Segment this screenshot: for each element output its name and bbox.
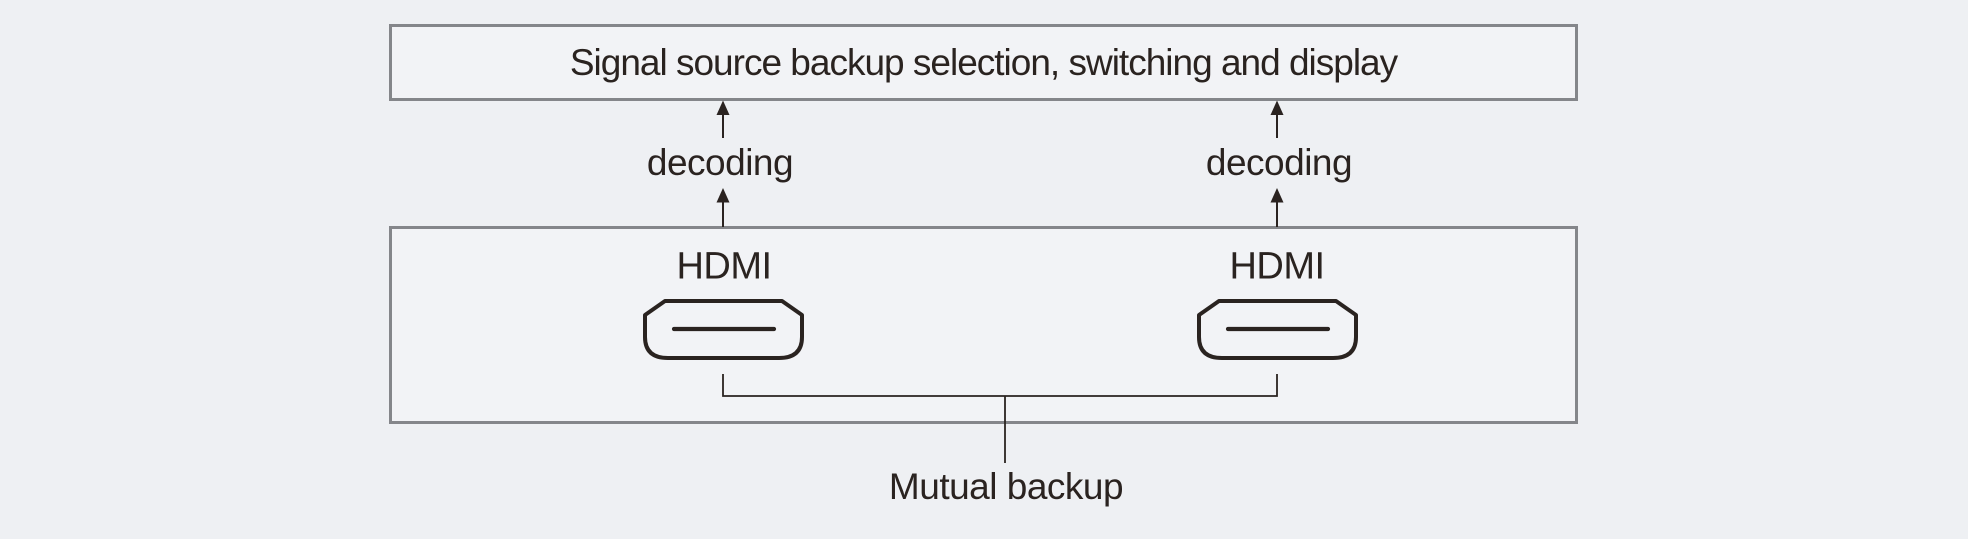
hdmi-port-icon: [643, 299, 804, 360]
hdmi-inputs-box: [389, 226, 1578, 424]
mutual-backup-label: Mutual backup: [888, 466, 1124, 507]
decoding-label-right: decoding: [1205, 142, 1353, 183]
signal-display-box: Signal source backup selection, switchin…: [389, 24, 1578, 101]
up-arrow-icon: [716, 188, 730, 227]
up-arrow-icon: [1270, 100, 1284, 138]
signal-display-label: Signal source backup selection, switchin…: [569, 41, 1398, 83]
hdmi-port-icon: [1197, 299, 1358, 360]
hdmi-label-left: HDMI: [676, 245, 772, 288]
up-arrow-icon: [716, 100, 730, 138]
decoding-label-left: decoding: [646, 142, 794, 183]
up-arrow-icon: [1270, 188, 1284, 227]
hdmi-label-right: HDMI: [1229, 245, 1325, 288]
